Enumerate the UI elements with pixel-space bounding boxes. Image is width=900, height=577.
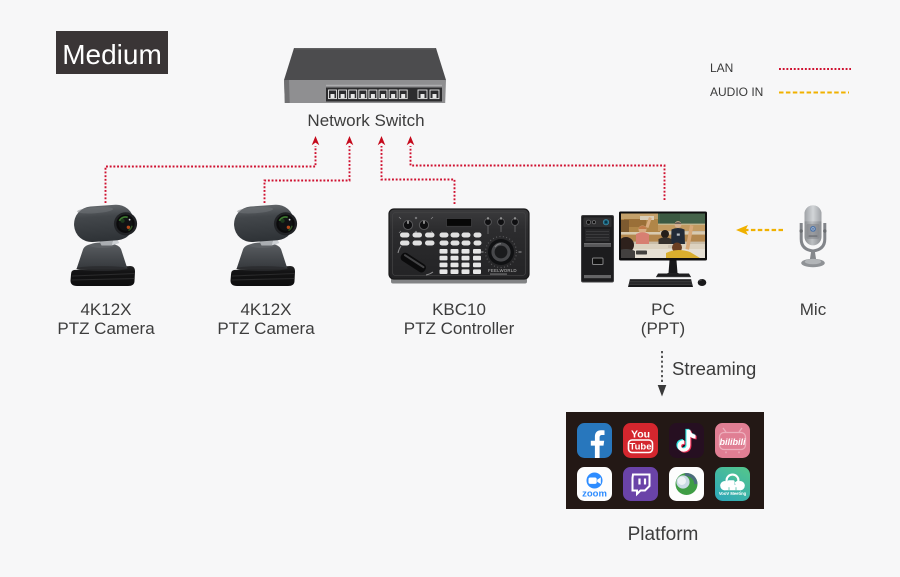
- svg-text:VooV Meeting: VooV Meeting: [719, 491, 747, 496]
- svg-text:bilibili: bilibili: [720, 437, 746, 447]
- svg-text:Tube: Tube: [630, 442, 652, 453]
- svg-text:zoom: zoom: [582, 489, 607, 500]
- svg-text:FEELWORLD: FEELWORLD: [488, 268, 517, 273]
- svg-text:You: You: [631, 429, 650, 441]
